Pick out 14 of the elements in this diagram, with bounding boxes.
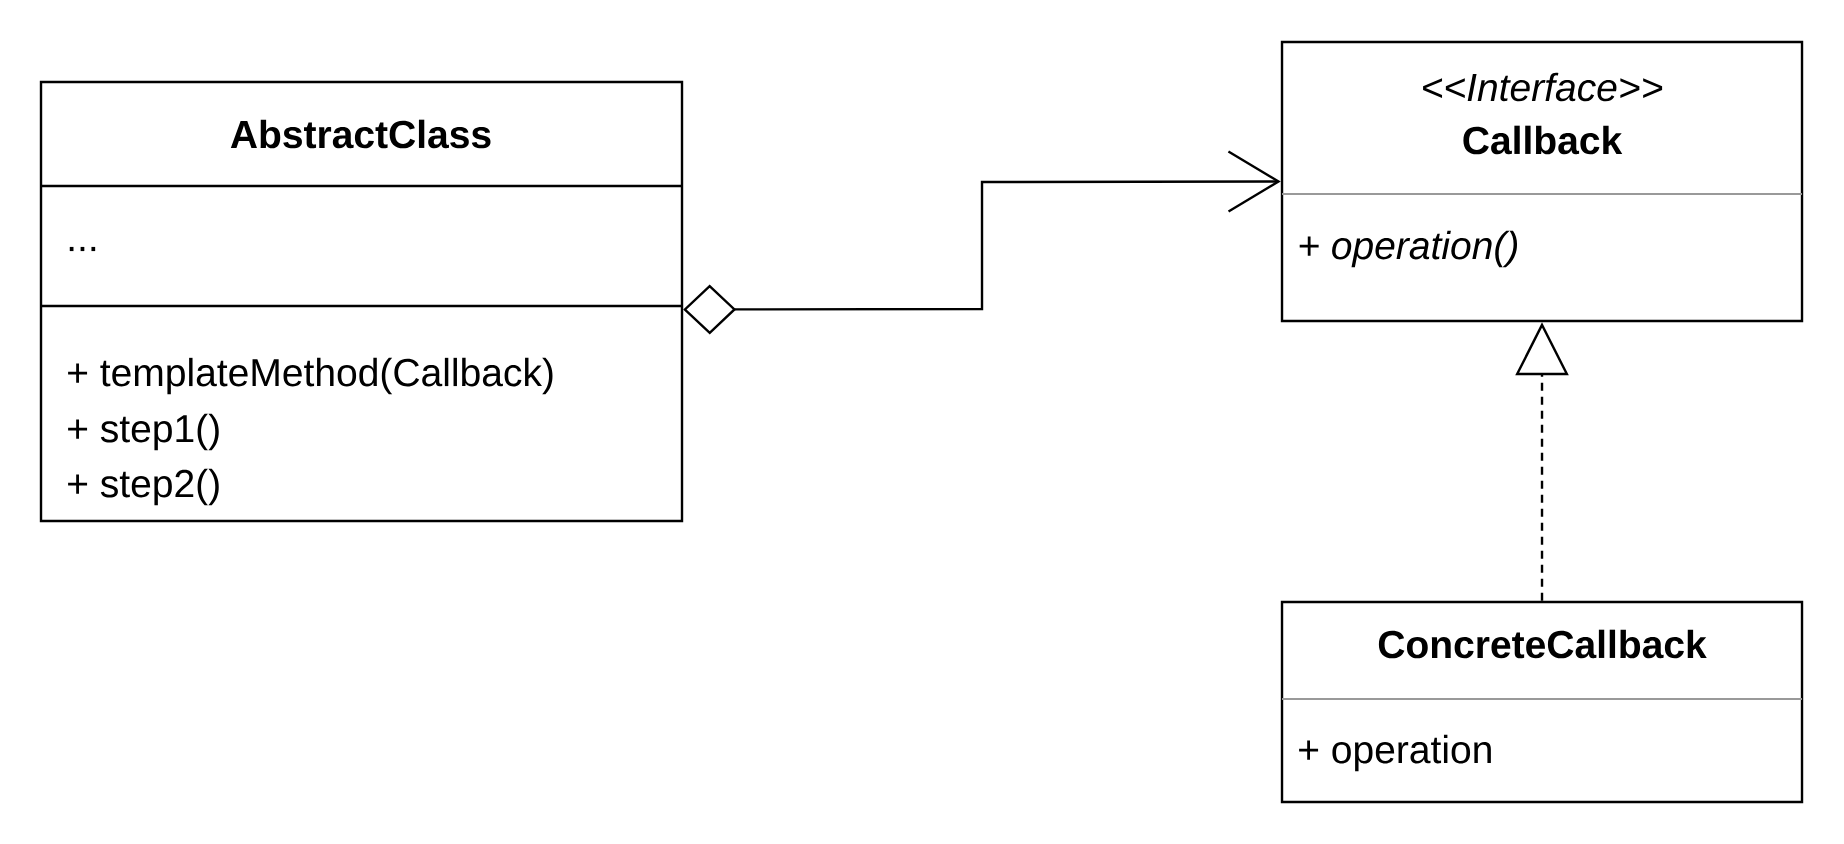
stereotype-label: <<Interface>>	[1423, 72, 1663, 102]
method-text: + step2()	[68, 468, 219, 506]
class-name: Callback	[1463, 125, 1623, 155]
class-name: ConcreteCallback	[1378, 629, 1707, 659]
class-box	[39, 80, 684, 523]
aggregation-arrow	[683, 150, 1281, 335]
class-box	[1280, 600, 1804, 804]
method-text: + operation	[1299, 734, 1491, 772]
class-name: AbstractClass	[230, 119, 491, 149]
class-box	[1280, 40, 1804, 323]
method-text: + operation()	[1299, 230, 1518, 268]
method-text: + step1()	[68, 413, 219, 451]
attribute-text: ...	[69, 246, 96, 252]
method-text: + templateMethod(Callback)	[68, 357, 553, 395]
